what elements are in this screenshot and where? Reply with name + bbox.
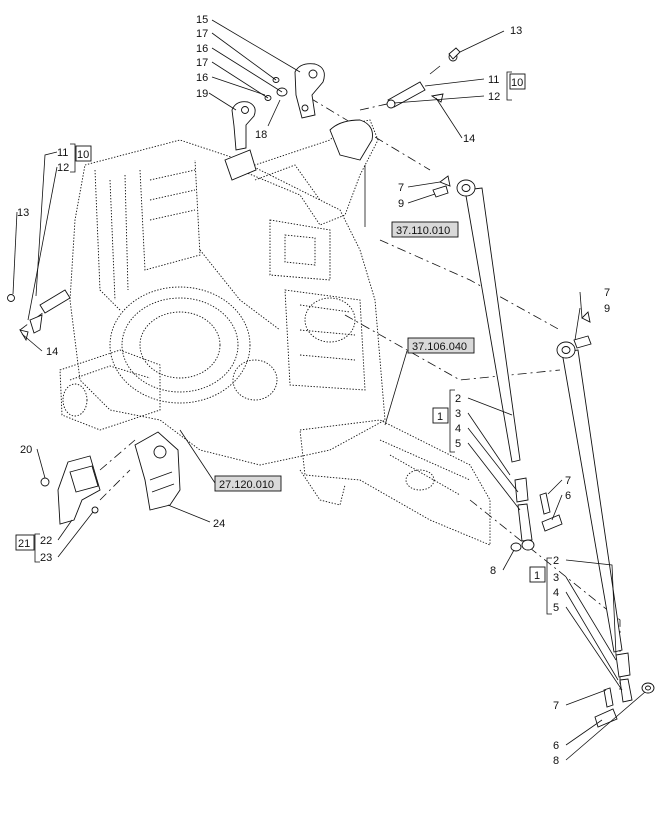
callout-8-a: 8 [490,565,496,577]
callout-20: 20 [20,444,32,456]
callout-16-a: 16 [196,43,208,55]
callout-17-a: 17 [196,28,208,40]
assembly-guide-lines [19,97,621,690]
callout-7-a: 7 [398,182,404,194]
callout-9-b: 9 [604,303,610,315]
callout-13-top: 13 [510,25,522,37]
bottom-left-parts [40,431,181,525]
callout-2-a: 2 [455,393,461,405]
callout-10-left: 10 [77,149,89,161]
callout-14-left: 14 [46,346,58,358]
callout-24: 24 [213,518,225,530]
callout-13-left: 13 [17,207,29,219]
lift-arm-assembly [224,63,373,181]
callout-23: 23 [40,552,52,564]
callout-8-b: 8 [553,755,559,767]
callout-12-top: 12 [488,91,500,103]
callout-7-d: 7 [553,700,559,712]
callout-box-10-top [509,73,526,90]
left-pin-group [7,289,71,342]
callout-5-a: 5 [455,438,461,450]
callout-box-21 [15,534,35,551]
leader-lines [12,19,646,761]
lift-rod-lower [556,311,655,728]
callout-14-top: 14 [463,133,475,145]
callout-6-a: 6 [565,490,571,502]
transmission-housing [59,119,491,546]
reference-box-37-106-040[interactable] [407,337,475,354]
callout-7-b: 7 [604,287,610,299]
callout-10-top: 10 [511,77,523,89]
callout-box-1-b [529,566,546,583]
callout-3-a: 3 [455,408,461,420]
callout-15: 15 [196,14,208,26]
reference-37-110-010: 37.110.010 [396,225,450,237]
callout-1-a: 1 [437,411,443,423]
reference-27-120-010: 27.120.010 [219,479,274,491]
callout-16-b: 16 [196,72,208,84]
callout-17-b: 17 [196,57,208,69]
callout-6-b: 6 [553,740,559,752]
reference-box-27-120-010[interactable] [214,475,282,492]
callout-5-b: 5 [553,602,559,614]
callout-4-b: 4 [553,587,559,599]
callout-2-b: 2 [553,555,559,567]
callout-18: 18 [255,129,267,141]
reference-boxes: 37.110.010 37.106.040 27.120.010 [214,221,475,492]
callout-19: 19 [196,88,208,100]
callout-21: 21 [18,538,30,550]
lift-rod-upper [432,175,563,552]
callout-box-1-a [432,407,449,424]
callout-11-top: 11 [488,74,499,86]
callout-12-left: 12 [57,162,69,174]
callout-9-a: 9 [398,198,404,210]
callout-11-left: 11 [57,147,68,159]
group-brackets [34,71,552,615]
callout-box-10-left [75,145,92,162]
reference-box-37-110-010[interactable] [391,221,459,238]
callout-7-c: 7 [565,475,571,487]
callout-numbers: 13 11 12 10 14 15 17 16 17 16 19 18 11 1… [15,14,610,767]
callout-22: 22 [40,535,52,547]
callout-4-a: 4 [455,423,461,435]
reference-37-106-040: 37.106.040 [412,341,467,353]
callout-1-b: 1 [534,570,540,582]
callout-3-b: 3 [553,572,559,584]
